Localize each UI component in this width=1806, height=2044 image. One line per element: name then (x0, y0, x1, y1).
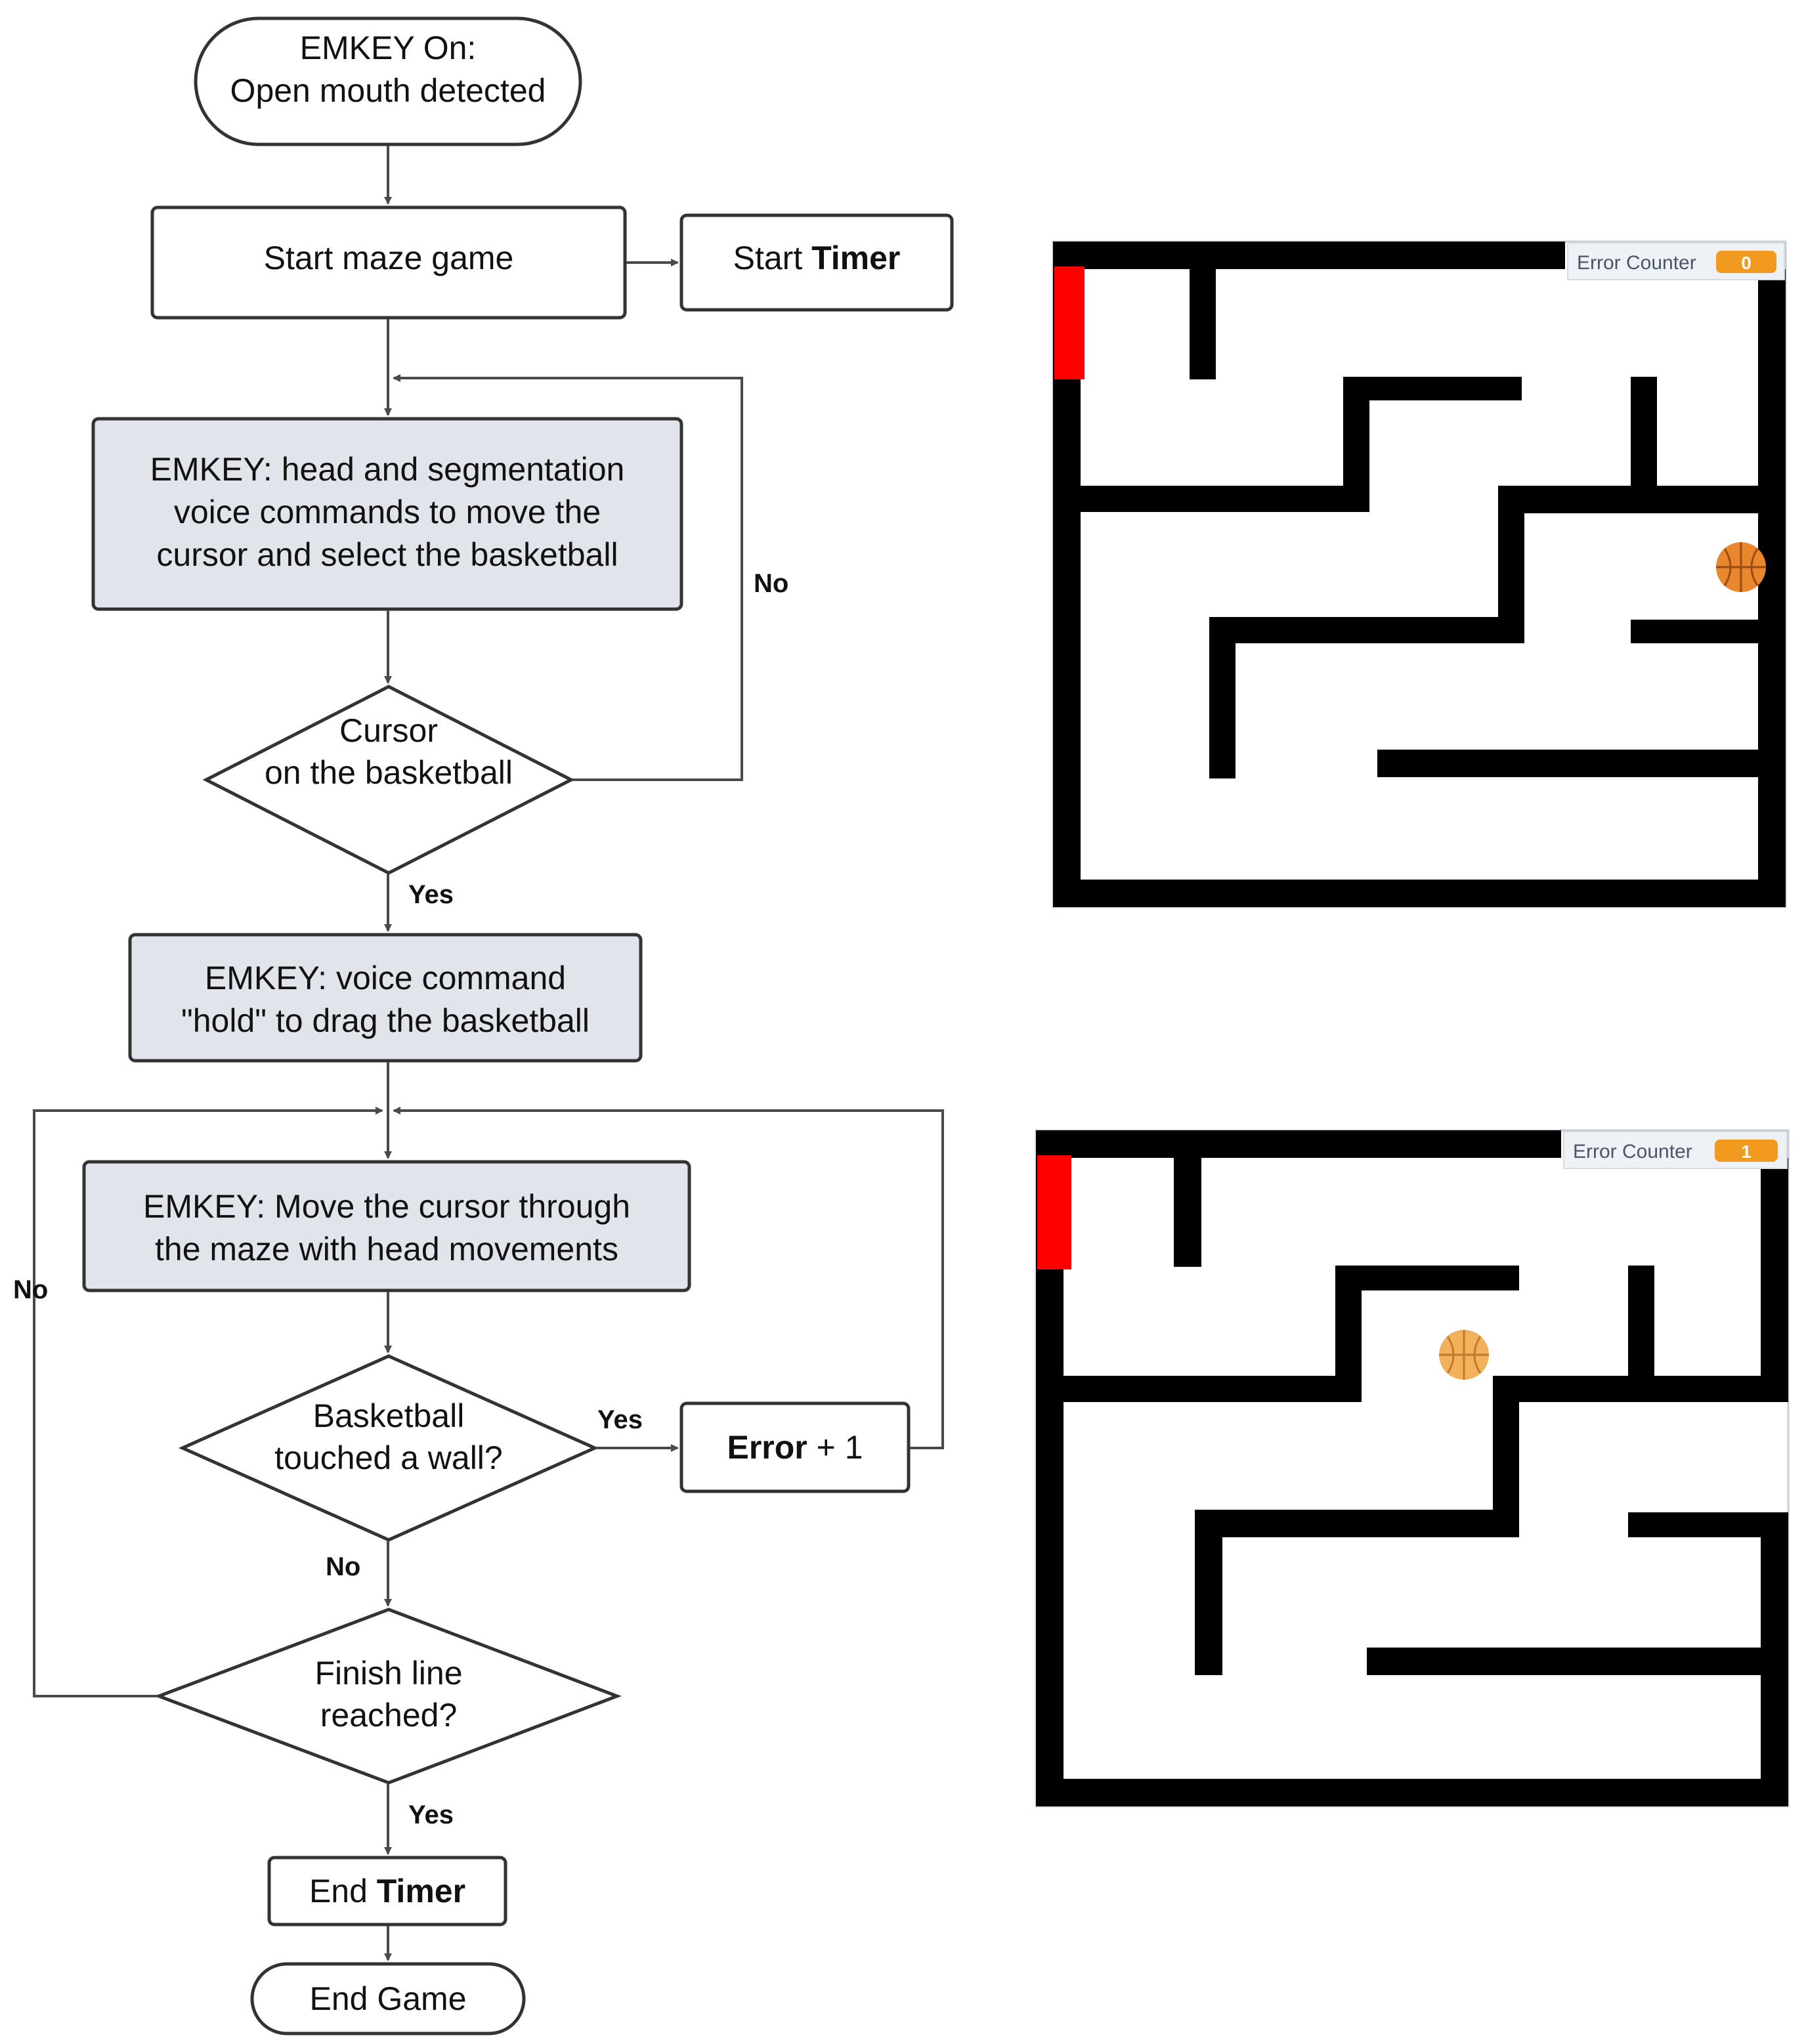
head-seg-line1: EMKEY: head and segmentation (150, 451, 625, 488)
end-timer-label: End Timer (309, 1873, 465, 1909)
finish-line-marker-2 (1037, 1155, 1071, 1269)
move-node: EMKEY: Move the cursor through the maze … (82, 1160, 691, 1292)
start-timer-label: Start Timer (733, 240, 901, 276)
start-line1: EMKEY On: (300, 30, 477, 66)
end-game-label: End Game (309, 1980, 466, 2017)
finish-line-marker-1 (1054, 266, 1085, 379)
error-counter-value-2: 1 (1741, 1141, 1752, 1162)
error-counter-badge-1 (1716, 251, 1776, 273)
label-no-cursor: No (754, 569, 788, 598)
start-game-node: Start maze game (150, 205, 627, 320)
error-counter-2: Error Counter 1 (1563, 1131, 1788, 1169)
error-counter-label-2: Error Counter (1573, 1141, 1692, 1162)
finish-decision-line2: reached? (320, 1697, 458, 1734)
move-line1: EMKEY: Move the cursor through (143, 1188, 630, 1225)
edge-finish-no-loop (33, 1107, 383, 1697)
basketball-icon (1716, 542, 1766, 592)
maze-screenshot-1: Error Counter 0 (1052, 240, 1787, 908)
end-game-node: End Game (250, 1962, 526, 2035)
finish-decision-line1: Finish line (314, 1655, 462, 1692)
head-segmentation-node: EMKEY: head and segmentation voice comma… (91, 417, 683, 611)
hold-line1: EMKEY: voice command (205, 960, 566, 996)
error-counter-badge-2 (1715, 1139, 1778, 1162)
label-yes-cursor: Yes (408, 880, 454, 909)
cursor-decision-line1: Cursor (339, 712, 438, 749)
hold-node: EMKEY: voice command "hold" to drag the … (128, 933, 643, 1063)
label-no-finish-loop: No (13, 1275, 48, 1304)
hold-line2: "hold" to drag the basketball (181, 1002, 590, 1039)
error-counter-value-1: 0 (1741, 253, 1752, 273)
error-counter-label-1: Error Counter (1577, 252, 1696, 274)
connectors (33, 146, 944, 1961)
maze-walls-1 (1053, 242, 1786, 907)
edge-error-loop (393, 1107, 944, 1449)
label-yes-wall: Yes (597, 1405, 643, 1434)
error-label: Error + 1 (727, 1429, 863, 1466)
flowchart: EMKEY On: Open mouth detected Start maze… (13, 16, 954, 2035)
maze-walls-2 (1036, 1130, 1788, 1806)
start-node: EMKEY On: Open mouth detected (194, 16, 582, 146)
wall-decision-line1: Basketball (313, 1397, 465, 1434)
wall-decision-line2: touched a wall? (274, 1439, 502, 1476)
move-line2: the maze with head movements (155, 1231, 618, 1267)
cursor-decision-node: Cursor on the basketball (202, 685, 575, 875)
error-node: Error + 1 (679, 1401, 911, 1493)
error-counter-1: Error Counter 0 (1567, 242, 1785, 280)
wall-decision-node: Basketball touched a wall? (178, 1354, 599, 1542)
start-timer-node: Start Timer (679, 213, 954, 312)
cursor-decision-line2: on the basketball (265, 754, 513, 791)
start-line2: Open mouth detected (230, 72, 546, 109)
basketball-icon (1439, 1330, 1489, 1380)
label-no-wall: No (326, 1552, 360, 1581)
head-seg-line2: voice commands to move the (174, 494, 601, 530)
finish-decision-node: Finish line reached? (154, 1608, 622, 1785)
head-seg-line3: cursor and select the basketball (156, 536, 618, 573)
end-timer-node: End Timer (267, 1856, 507, 1927)
label-yes-finish: Yes (408, 1800, 454, 1829)
maze-screenshot-2: Error Counter 1 (1035, 1129, 1790, 1808)
edge-cursor-no-loop (393, 374, 743, 781)
start-game-label: Start maze game (264, 240, 514, 276)
